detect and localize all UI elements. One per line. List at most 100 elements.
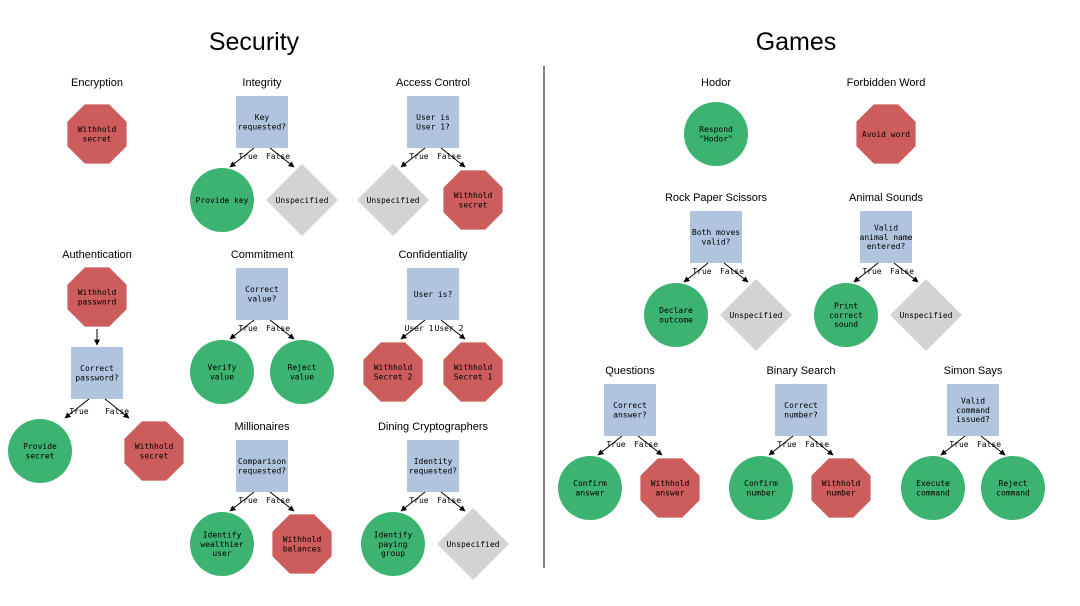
integrity-left-edge-label: True [238,152,257,161]
access_control-right-node-shape [443,170,503,230]
millionaires-right-arrow [269,491,295,512]
binary-title: Binary Search [766,365,835,377]
commitment-right-arrow [269,319,295,340]
millionaires-right-node-shape [272,514,332,574]
millionaires-left-arrow [229,491,255,512]
rps-right-node-label: Unspecified [730,311,783,320]
millionaires-title: Millionaires [234,421,290,433]
binary-left-arrow [768,435,794,456]
confidentiality-decision-shape [407,268,459,320]
authentication-decision-shape [71,347,123,399]
integrity-left-node-shape [190,168,254,232]
rps-right-node: Unspecified [720,279,792,351]
rps-right-node-shape [720,279,792,351]
commitment-left-arrow [229,319,255,340]
millionaires-decision-shape [236,440,288,492]
millionaires-right-edge-label: False [266,496,290,505]
hodor-node-shape [684,102,748,166]
simon-right-arrow [980,435,1006,456]
rps-left-arrow [683,262,709,283]
forbidden-node: Avoid word [856,104,916,164]
simon-right-node-shape [981,456,1045,520]
questions-left-edge-label: True [606,440,625,449]
binary-right-arrow [808,435,834,456]
dining-left-node-shape [361,512,425,576]
commitment-decision-shape [236,268,288,320]
authentication-right-node-shape [124,421,184,481]
rps-right-arrow [723,262,749,283]
authentication-left-arrow [64,398,90,419]
simon-left-edge-label: True [949,440,968,449]
integrity-right-arrow [269,147,295,168]
authentication-left-edge-label: True [69,407,88,416]
binary-right-edge-label: False [805,440,829,449]
encryption-node-shape [67,104,127,164]
games-heading: Games [756,28,837,56]
animal-title: Animal Sounds [849,192,923,204]
access_control-left-edge-label: True [409,152,428,161]
confidentiality-left-node-shape [363,342,423,402]
animal-right-node-label: Unspecified [900,311,953,320]
confidentiality-decision-label: User is? [414,290,453,299]
rps-title: Rock Paper Scissors [665,192,768,204]
binary-right-node-shape [811,458,871,518]
access_control-left-arrow [400,147,426,168]
integrity-left-arrow [229,147,255,168]
rps-left-edge-label: True [692,267,711,276]
access_control-left-node: Unspecified [357,164,429,236]
dining-right-node-label: Unspecified [447,540,500,549]
commitment-right-edge-label: False [266,324,290,333]
questions-right-node-shape [640,458,700,518]
dining-decision-shape [407,440,459,492]
binary-left-node-shape [729,456,793,520]
access_control-title: Access Control [396,77,470,89]
integrity-right-node: Unspecified [266,164,338,236]
confidentiality-decision: User is? [407,268,459,320]
access_control-left-node-label: Unspecified [367,196,420,205]
dining-left-arrow [400,491,426,512]
questions-right-edge-label: False [634,440,658,449]
hodor-title: Hodor [701,77,731,89]
animal-decision-shape [860,211,912,263]
confidentiality-right-arrow [440,319,466,340]
integrity-left-node-label: Provide key [196,196,249,205]
animal-left-arrow [853,262,879,283]
confidentiality-left-edge-label: User 1 [405,324,434,333]
authentication-title: Authentication [62,249,132,261]
integrity-right-node-shape [266,164,338,236]
animal-right-edge-label: False [890,267,914,276]
simon-decision-shape [947,384,999,436]
